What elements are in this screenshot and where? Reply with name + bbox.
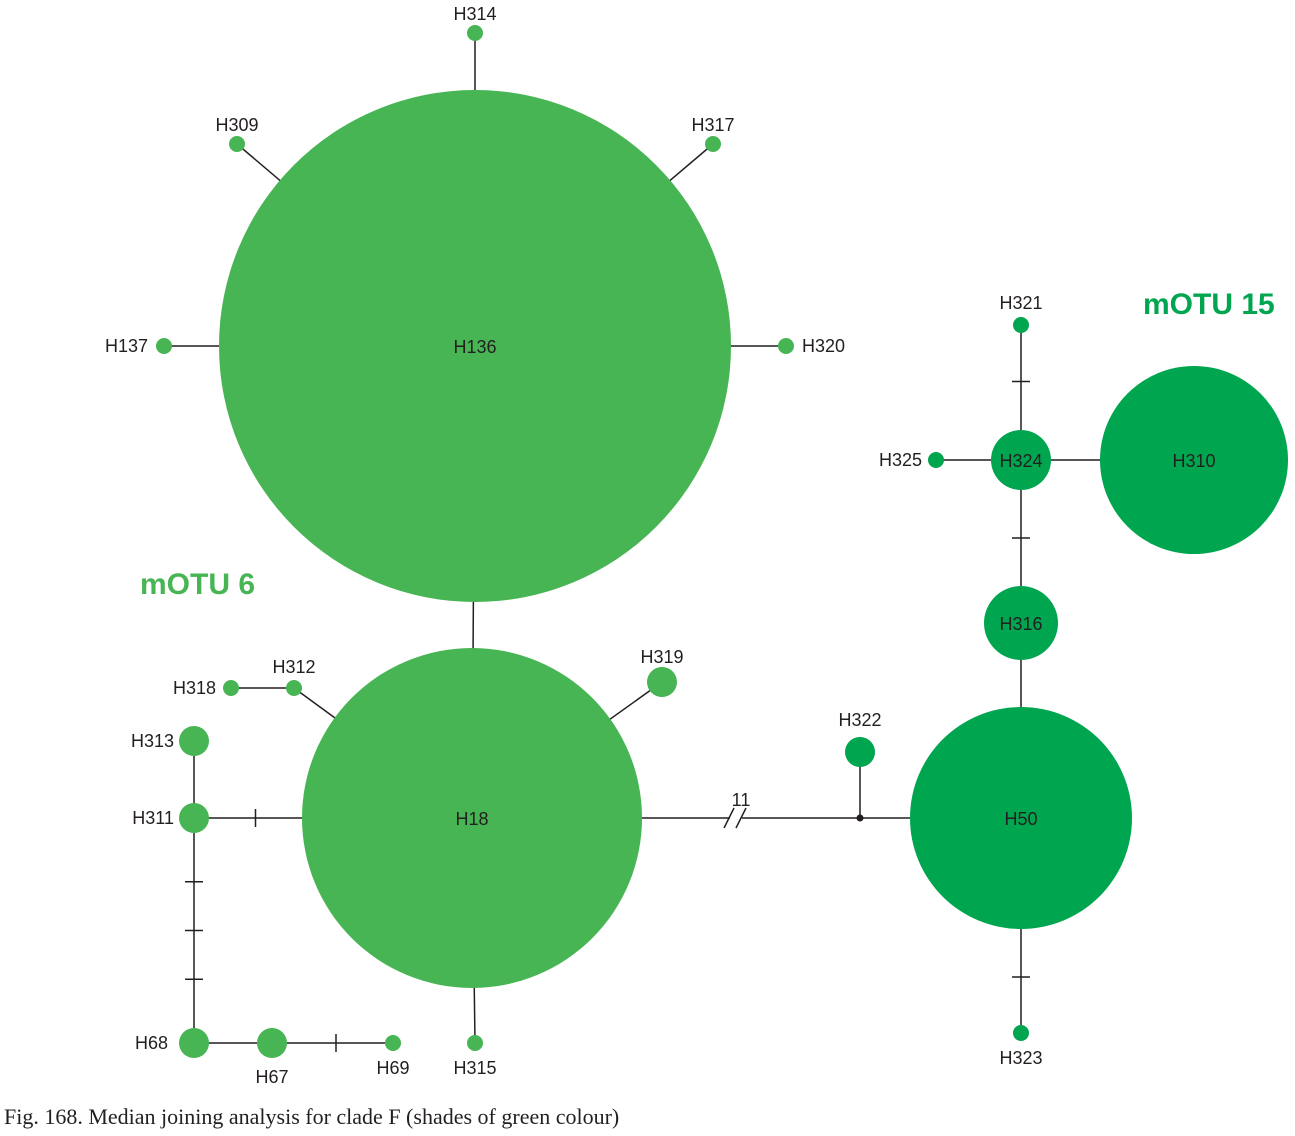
figure-caption: Fig. 168. Median joining analysis for cl…	[4, 1104, 620, 1129]
haplotype-label-h69: H69	[376, 1058, 409, 1078]
haplotype-node-h318	[223, 680, 239, 696]
haplotype-label-h68: H68	[135, 1033, 168, 1053]
haplotype-label-h67: H67	[255, 1067, 288, 1087]
link-mutation-count: 11	[732, 790, 751, 810]
cluster-label-motu6: mOTU 6	[140, 568, 255, 601]
haplotype-node-h136	[219, 90, 731, 602]
link-break-mark	[735, 807, 747, 829]
haplotype-node-h323	[1013, 1025, 1029, 1041]
haplotype-node-h317	[705, 136, 721, 152]
haplotype-label-h322: H322	[838, 710, 881, 730]
haplotype-node-h50	[910, 707, 1132, 929]
haplotype-node-h315	[467, 1035, 483, 1051]
haplotype-node-h68	[179, 1028, 209, 1058]
haplotype-node-h316	[984, 586, 1058, 660]
haplotype-label-h18: H18	[455, 809, 488, 829]
haplotype-label-h323: H323	[999, 1048, 1042, 1068]
haplotype-label-h136: H136	[453, 337, 496, 357]
haplotype-node-h313	[179, 726, 209, 756]
haplotype-label-h324: H324	[999, 451, 1042, 471]
haplotype-node-h314	[467, 25, 483, 41]
link-break-mark	[723, 807, 735, 829]
haplotype-node-h67	[257, 1028, 287, 1058]
median-vector-node	[856, 814, 864, 822]
haplotype-label-h137: H137	[105, 336, 148, 356]
haplotype-node-h321	[1013, 317, 1029, 333]
haplotype-label-h312: H312	[272, 657, 315, 677]
haplotype-label-h317: H317	[691, 115, 734, 135]
haplotype-label-h325: H325	[879, 450, 922, 470]
haplotype-label-h316: H316	[999, 614, 1042, 634]
haplotype-label-h321: H321	[999, 293, 1042, 313]
haplotype-node-h320	[778, 338, 794, 354]
haplotype-label-h310: H310	[1172, 451, 1215, 471]
cluster-label-motu15: mOTU 15	[1143, 288, 1275, 321]
haplotype-node-h18	[302, 648, 642, 988]
haplotype-label-h320: H320	[802, 336, 845, 356]
haplotype-node-h137	[156, 338, 172, 354]
haplotype-label-h314: H314	[453, 4, 496, 24]
haplotype-label-h315: H315	[453, 1058, 496, 1078]
haplotype-node-h322	[845, 737, 875, 767]
haplotype-label-h309: H309	[215, 115, 258, 135]
haplotype-label-h319: H319	[640, 647, 683, 667]
haplotype-node-h309	[229, 136, 245, 152]
haplotype-node-h310	[1100, 366, 1288, 554]
haplotype-node-h319	[647, 667, 677, 697]
haplotype-label-h318: H318	[173, 678, 216, 698]
haplotype-node-h325	[928, 452, 944, 468]
haplotype-node-h311	[179, 803, 209, 833]
haplotype-node-h324	[991, 430, 1051, 490]
haplotype-label-h311: H311	[132, 808, 174, 828]
haplotype-node-h69	[385, 1035, 401, 1051]
haplotype-node-h312	[286, 680, 302, 696]
haplotype-label-h313: H313	[131, 731, 174, 751]
haplotype-label-h50: H50	[1004, 809, 1037, 829]
